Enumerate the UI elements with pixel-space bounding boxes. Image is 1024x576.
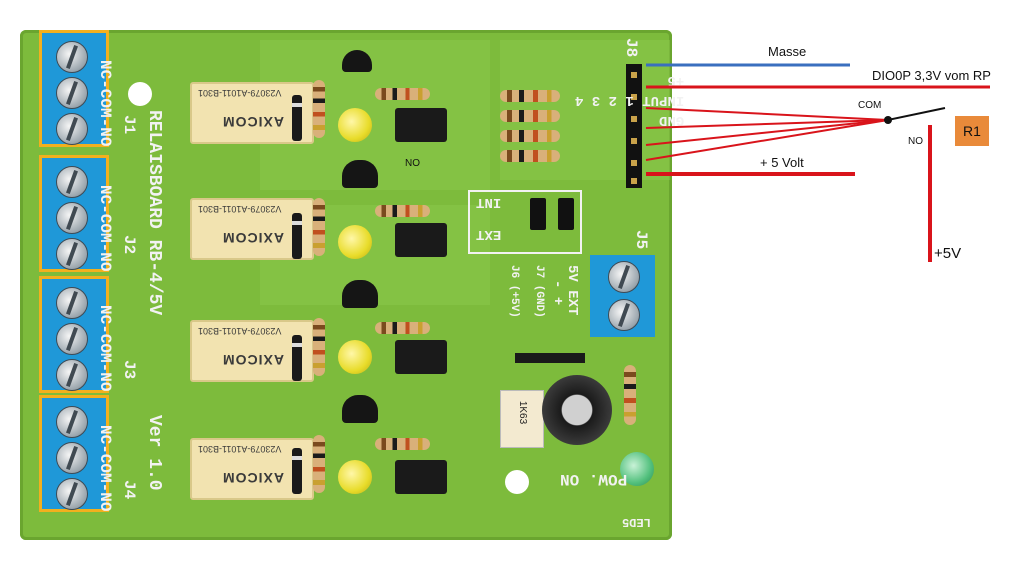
wire-input1 [645, 107, 889, 121]
resistor [375, 438, 430, 450]
relay-board-pcb: NC-COM-NO NC-COM-NO NC-COM-NO NC-COM-NO … [20, 30, 684, 540]
screw-icon [608, 299, 640, 331]
mounting-hole [128, 82, 152, 106]
terminal-block-j2 [39, 155, 109, 272]
terminal-block-j4 [39, 395, 109, 512]
screw-icon [56, 323, 88, 355]
dio-label: DIO0P 3,3V vom RP [872, 68, 991, 83]
plus5v-label: +5V [934, 245, 962, 262]
resistor [313, 435, 325, 493]
transistor-t1 [342, 160, 378, 188]
resistor [500, 130, 560, 142]
terminal-block-j1 [39, 30, 109, 147]
resistor [375, 88, 430, 100]
electrolytic-capacitor [542, 375, 612, 445]
transistor-t2 [342, 280, 378, 308]
resistor [624, 365, 636, 425]
ic-chip [342, 50, 372, 72]
screw-icon [56, 77, 88, 109]
resistor [313, 80, 325, 138]
screw-icon [56, 166, 88, 198]
header-j8 [626, 64, 642, 188]
jumper-area: INT EXT [468, 190, 582, 254]
led4 [338, 460, 372, 494]
wire-input3 [645, 119, 889, 146]
diode [292, 335, 302, 381]
optocoupler [395, 108, 447, 142]
screw-icon [56, 202, 88, 234]
screw-icon [56, 442, 88, 474]
led3 [338, 340, 372, 374]
plus5volt-label: + 5 Volt [760, 155, 804, 170]
screw-icon [608, 261, 640, 293]
jumper-j7[interactable] [558, 198, 574, 230]
optocoupler [395, 340, 447, 374]
com-label: COM [858, 100, 882, 111]
resistor [500, 110, 560, 122]
screw-icon [56, 406, 88, 438]
resistor [313, 318, 325, 376]
resistor [500, 150, 560, 162]
optocoupler [395, 460, 447, 494]
wire-input2 [645, 119, 889, 129]
no-annotation-board: NO [405, 158, 420, 169]
diode [292, 95, 302, 141]
transistor-t3 [342, 395, 378, 423]
masse-label: Masse [768, 44, 807, 59]
jumper-j6[interactable] [530, 198, 546, 230]
screw-icon [56, 41, 88, 73]
no-label: NO [908, 136, 923, 147]
screw-icon [56, 478, 88, 510]
capacitor-c2: 1K63 [500, 390, 544, 448]
resistor [313, 198, 325, 256]
led1 [338, 108, 372, 142]
screw-icon [56, 359, 88, 391]
resistor [500, 90, 560, 102]
led2 [338, 225, 372, 259]
r1-box: R1 [955, 116, 989, 146]
screw-icon [56, 287, 88, 319]
resistor [375, 205, 430, 217]
optocoupler [395, 223, 447, 257]
diode [292, 213, 302, 259]
diode-d5 [515, 353, 585, 363]
switch-lever [887, 107, 946, 121]
screw-icon [56, 238, 88, 270]
diode [292, 448, 302, 494]
mounting-hole [505, 470, 529, 494]
wire-input4 [645, 119, 889, 161]
terminal-block-j5 [590, 255, 655, 337]
switch-pivot [884, 116, 892, 124]
led5-power [620, 452, 654, 486]
terminal-block-j3 [39, 276, 109, 393]
screw-icon [56, 113, 88, 145]
resistor [375, 322, 430, 334]
